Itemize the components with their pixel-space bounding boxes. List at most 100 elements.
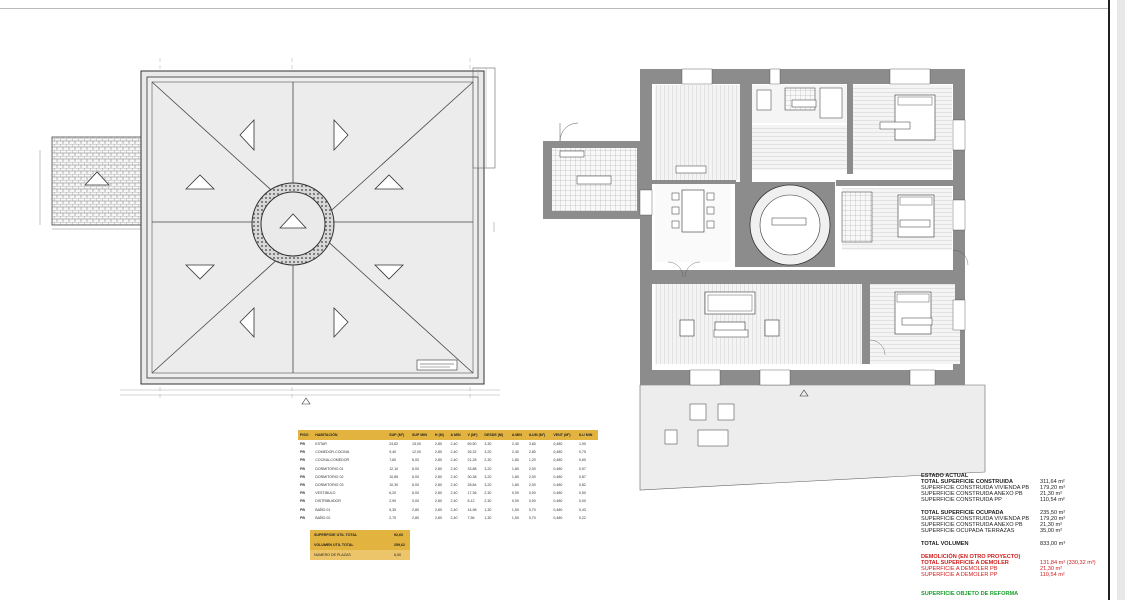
table-cell: 2,80 (434, 515, 442, 520)
table-cell: 6,00 (412, 474, 420, 479)
table-cell: 0,43 (578, 507, 586, 512)
table-cell: 24,82 (389, 442, 399, 447)
summary-value: 6,00 (394, 553, 401, 557)
th-piso: PISO (298, 430, 314, 440)
th-a-min-2: A MIN (509, 430, 527, 440)
total-volumen-value: 833,00 m³ (1040, 541, 1066, 547)
table-cell: 10,30 (389, 483, 399, 488)
table-cell: 0,90 (511, 491, 519, 496)
total-ocupada-value: 235,50 m² (1040, 510, 1066, 516)
table-cell: 15,00 (412, 442, 422, 447)
table-cell: COCINA-COMEDOR (315, 458, 350, 463)
table-cell: 2,00 (528, 474, 536, 479)
table-cell: 1,90 (578, 442, 586, 447)
table-cell: 0,97 (578, 466, 586, 471)
legend-reforma: SUPERFICIE OBJETO DE REFORMA (921, 591, 1018, 597)
summary-row: NUMERO DE PLAZAS 6,00 (310, 550, 410, 560)
table-cell: PB (300, 515, 305, 520)
table-cell: 0,70 (528, 515, 536, 520)
table-cell: 2,30 (484, 499, 492, 504)
table-cell: 0,50 (578, 491, 586, 496)
table-cell: 2,90 (389, 499, 397, 504)
table-cell: 1,30 (484, 515, 492, 520)
table-cell: 6,00 (412, 483, 420, 488)
th-ilum: ILUM (M²) (526, 430, 552, 440)
table-cell: PB (300, 483, 305, 488)
rooms-table: PISO HABITACIÓN SUP (M²) SUP MIN H (M) A… (298, 430, 598, 522)
table-cell: 2,80 (434, 474, 442, 479)
table-cell: 3,20 (484, 474, 492, 479)
table-cell: 2,80 (434, 483, 442, 488)
table-cell: 0,00 (528, 491, 536, 496)
table-cell: 7,60 (389, 458, 397, 463)
table-cell: 0,480 (553, 458, 563, 463)
construida-vivienda-label: SUPERFICIE CONSTRUIDA VIVIENDA PB (921, 485, 1030, 492)
th-v: V (M³) (465, 430, 483, 440)
legend-demolicion: DEMOLICIÓN (EN OTRO PROYECTO) TOTAL SUPE… (921, 554, 1020, 578)
estado-actual-heading: ESTADO ACTUAL (921, 473, 969, 479)
table-cell: 12,10 (389, 466, 399, 471)
table-cell: 5,35 (389, 507, 397, 512)
table-cell: 14,98 (467, 507, 477, 512)
table-cell: 2,30 (484, 491, 492, 496)
table-cell: 2,80 (412, 515, 420, 520)
table-cell: COMEDOR-COCINA (315, 450, 350, 455)
th-h: H (M) (432, 430, 449, 440)
rooms-table-header: PISO HABITACIÓN SUP (M²) SUP MIN H (M) A… (298, 430, 598, 440)
table-cell: 2,40 (450, 483, 458, 488)
table-cell: 0,00 (412, 499, 420, 504)
table-cell: 6,20 (389, 491, 397, 496)
table-cell: 6,00 (412, 491, 420, 496)
table-cell: PB (300, 474, 305, 479)
table-cell: 0,480 (553, 507, 563, 512)
table-cell: 17,36 (467, 491, 477, 496)
table-cell: 1,20 (528, 458, 536, 463)
th-a-min: A MIN (448, 430, 466, 440)
table-cell: 2,40 (450, 466, 458, 471)
table-cell: 6,00 (412, 458, 420, 463)
table-cell: 7,56 (467, 515, 475, 520)
ocupada-terrazas-label: SUPERFICIE OCUPADA TERRAZAS (921, 528, 1015, 535)
floor-plan (543, 68, 986, 491)
construida-pp-value: 110,54 m² (1040, 497, 1065, 503)
construida-anexo-label: SUPERFICIE CONSTRUIDA ANEXO PB (921, 491, 1023, 498)
roof-plan (39, 58, 500, 405)
table-cell: 2,40 (450, 474, 458, 479)
table-cell: 2,40 (450, 515, 458, 520)
table-cell: 2,40 (511, 450, 519, 455)
ocupada-vivienda-value: 179,20 m² (1040, 516, 1066, 522)
table-cell: 2,40 (450, 450, 458, 455)
table-cell: 0,480 (553, 442, 563, 447)
demoler-pp-label: SUPERFICIE A DEMOLER PP (921, 572, 998, 579)
table-cell: 3,20 (484, 483, 492, 488)
table-cell: PB (300, 499, 305, 504)
table-cell: ESTAR (315, 442, 327, 447)
construida-pp-label: SUPERFICIE CONSTRUIDA PP (921, 497, 1002, 504)
demolicion-heading: DEMOLICIÓN (EN OTRO PROYECTO) (921, 554, 1021, 560)
table-cell: 0,87 (578, 474, 586, 479)
table-cell: 2,00 (528, 466, 536, 471)
legend-ocupada: TOTAL SUPERFICIE OCUPADA SUPERFICIE CONS… (921, 510, 1029, 534)
table-cell: 1,30 (484, 507, 492, 512)
table-cell: 3,60 (528, 442, 536, 447)
summary-label: NUMERO DE PLAZAS (314, 553, 351, 557)
table-cell: 2,40 (511, 442, 519, 447)
table-cell: 28,84 (467, 483, 477, 488)
table-cell: 2,80 (434, 450, 442, 455)
table-cell: 21,28 (467, 458, 477, 463)
table-cell: 2,80 (434, 491, 442, 496)
table-cell: 2,80 (434, 466, 442, 471)
table-cell: 30,38 (467, 474, 477, 479)
th-vent: VENT (M²) (551, 430, 577, 440)
table-cell: 0,90 (511, 499, 519, 504)
